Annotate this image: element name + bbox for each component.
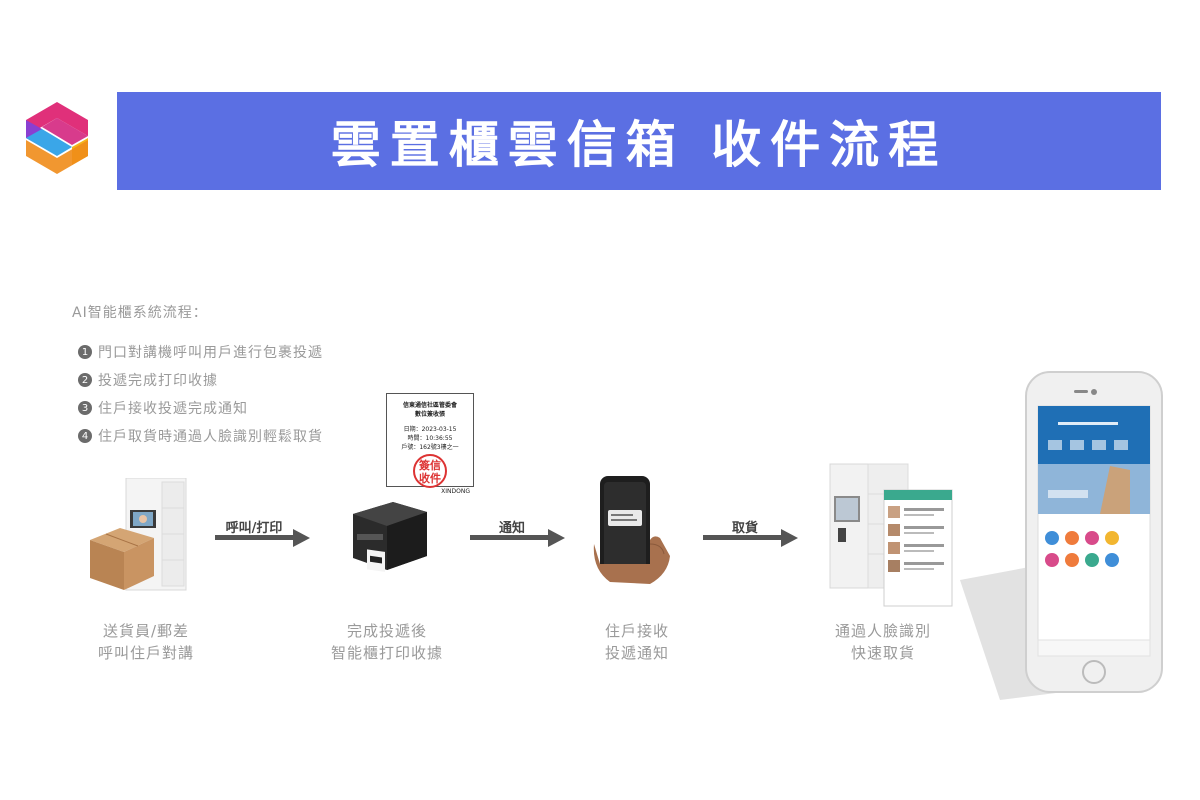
phone-in-hand-image (590, 474, 680, 586)
step-number: 2 (78, 373, 92, 387)
step-text: 住戶接收投遞完成通知 (98, 398, 248, 418)
step-item: 4 住戶取貨時通過人臉識別輕鬆取貨 (78, 426, 323, 446)
caption-line: 快速取貨 (803, 642, 963, 664)
caption-stage-2: 完成投遞後 智能櫃打印收據 (307, 620, 467, 664)
receipt-unit: 戶號：162號3樓之一 (387, 442, 473, 451)
arrow-icon (215, 528, 311, 548)
step-text: 門口對講機呼叫用戶進行包裹投遞 (98, 342, 323, 362)
step-item: 3 住戶接收投遞完成通知 (78, 398, 248, 418)
caption-line: 完成投遞後 (307, 620, 467, 642)
title-banner: 雲置櫃雲信箱 收件流程 (117, 92, 1161, 190)
receipt-header: 信東通信社區管委會 (387, 400, 473, 409)
step-number: 1 (78, 345, 92, 359)
caption-line: 呼叫住戶對講 (66, 642, 226, 664)
step-item: 1 門口對講機呼叫用戶進行包裹投遞 (78, 342, 323, 362)
caption-line: 投遞通知 (557, 642, 717, 664)
caption-line: 通過人臉識別 (803, 620, 963, 642)
stamp-line-2: 收件 (415, 472, 445, 485)
printer-image (343, 494, 433, 584)
step-text: 投遞完成打印收據 (98, 370, 218, 390)
receipt-time: 時間：10:36:55 (387, 433, 473, 442)
brand-logo (22, 100, 92, 176)
arrow-icon (703, 528, 799, 548)
locker-with-box-image (88, 478, 198, 593)
steps-title: AI智能櫃系統流程： (72, 302, 208, 322)
step-item: 2 投遞完成打印收據 (78, 370, 218, 390)
receipt-image: 信東通信社區管委會 數位簽收張 日期：2023-03-15 時間：10:36:5… (386, 393, 474, 487)
arrow-icon (470, 528, 566, 548)
step-text: 住戶取貨時通過人臉識別輕鬆取貨 (98, 426, 323, 446)
page-title: 雲置櫃雲信箱 收件流程 (117, 92, 1161, 190)
caption-stage-1: 送貨員/郵差 呼叫住戶對講 (66, 620, 226, 664)
step-number: 3 (78, 401, 92, 415)
receipt-date: 日期：2023-03-15 (387, 424, 473, 433)
smartphone-app-mockup (960, 370, 1168, 700)
step-number: 4 (78, 429, 92, 443)
caption-stage-4: 通過人臉識別 快速取貨 (803, 620, 963, 664)
receipt-stamp: 簽信 收件 (413, 454, 447, 488)
caption-line: 智能櫃打印收據 (307, 642, 467, 664)
receipt-subheader: 數位簽收張 (387, 409, 473, 418)
caption-stage-3: 住戶接收 投遞通知 (557, 620, 717, 664)
caption-line: 住戶接收 (557, 620, 717, 642)
caption-line: 送貨員/郵差 (66, 620, 226, 642)
stamp-line-1: 簽信 (415, 459, 445, 472)
face-recognition-locker-image (828, 462, 956, 610)
